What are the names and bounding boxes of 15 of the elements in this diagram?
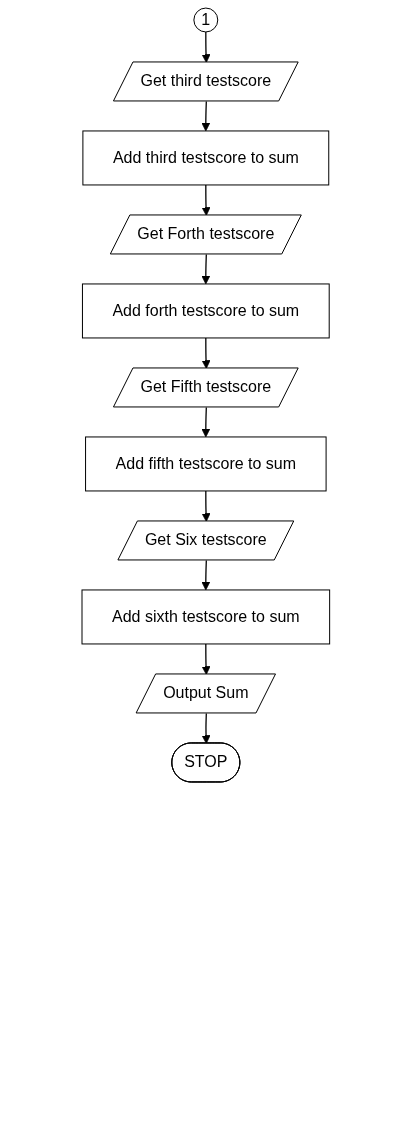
node-circle: 1 bbox=[193, 7, 218, 33]
arrow bbox=[201, 31, 211, 63]
arrow bbox=[201, 643, 211, 675]
node-box: Add sixth testscore to sum bbox=[81, 589, 330, 645]
node-box: Add fifth testscore to sum bbox=[84, 436, 327, 492]
arrow bbox=[201, 406, 210, 438]
arrow bbox=[201, 490, 211, 522]
arrow bbox=[201, 100, 210, 132]
arrow bbox=[201, 559, 210, 591]
node-box: Add forth testscore to sum bbox=[81, 283, 330, 339]
node-box: Add third testscore to sum bbox=[82, 130, 329, 186]
arrow bbox=[201, 337, 211, 369]
arrow bbox=[201, 712, 211, 744]
arrow bbox=[201, 253, 210, 285]
arrow bbox=[201, 184, 211, 216]
